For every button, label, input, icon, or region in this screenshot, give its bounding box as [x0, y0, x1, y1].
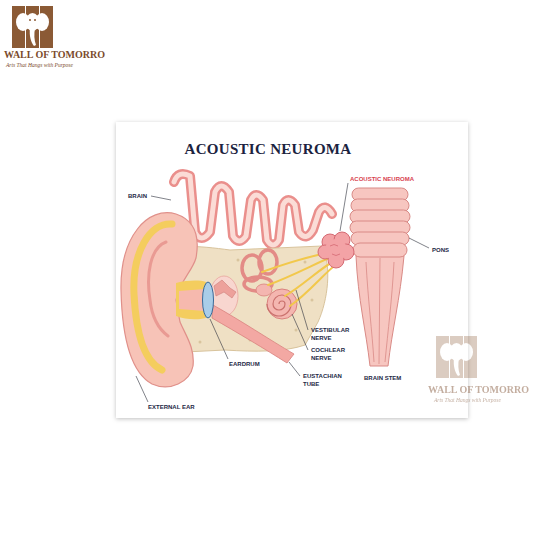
ear-canal [176, 281, 206, 320]
logo-trunk [30, 28, 36, 46]
leader-line [136, 376, 148, 402]
ear-cartilage [134, 224, 172, 370]
diagram-title: ACOUSTIC NEUROMA [185, 141, 352, 158]
part-label: BRAIN [128, 192, 147, 200]
poster-card [116, 122, 468, 418]
watermark-logo [436, 336, 477, 378]
bone-speckle [295, 329, 298, 332]
part-label: VESTIBULAR NERVE [311, 326, 359, 342]
pons-band [353, 243, 407, 257]
ear-canal-lining [179, 289, 205, 311]
pons [350, 188, 410, 257]
leader-line [409, 238, 429, 248]
brand-tagline: Arts That Hangs with Purpose [6, 62, 73, 68]
logo-eye [29, 19, 31, 21]
leader-line [210, 319, 228, 359]
leader-line [292, 314, 308, 350]
neuroma-texture [330, 245, 340, 256]
part-label: EUSTACHIAN TUBE [303, 372, 355, 388]
brain-stem-line [366, 262, 374, 362]
brand-name: WALL OF TOMORRO [4, 49, 105, 60]
nerve-fiber [285, 260, 336, 296]
logo-trunk [454, 358, 460, 376]
leader-line [289, 362, 300, 376]
leader-lines [136, 183, 429, 402]
brain-fill [174, 174, 332, 245]
part-label: BRAIN STEM [364, 374, 401, 382]
leader-line [296, 290, 308, 330]
brain-stem-line [379, 258, 380, 364]
nerve-bundle [262, 252, 338, 306]
brain-stem [356, 256, 404, 366]
neuroma [318, 232, 354, 268]
leader-line [151, 196, 171, 200]
logo-bar [450, 336, 463, 378]
part-label: PONS [432, 246, 449, 254]
ear-fold [149, 242, 168, 336]
vestibule [256, 284, 272, 296]
neuroma-core [325, 239, 347, 261]
brain-stem-line [385, 262, 394, 362]
brain-outline [174, 174, 332, 245]
logo-eye [34, 19, 36, 21]
bone-speckle [237, 259, 240, 262]
nerve-fiber [268, 256, 334, 285]
leader-line [340, 183, 348, 231]
part-label: COCHLEAR NERVE [311, 346, 359, 362]
bone-speckle [311, 299, 314, 302]
eardrum [203, 282, 214, 318]
bone-speckle [199, 341, 202, 344]
bone-speckle [304, 261, 307, 264]
part-label: EXTERNAL EAR [148, 403, 195, 411]
cochlea-spiral [267, 295, 291, 316]
part-label: ACOUSTIC NEUROMA [350, 175, 414, 183]
part-label: EARDRUM [229, 360, 260, 368]
watermark-tagline: Arts That Hangs with Purpose [434, 397, 501, 403]
watermark-text: WALL OF TOMORRO [428, 384, 529, 395]
logo-bar [26, 6, 39, 48]
nerve-fiber [290, 263, 338, 306]
brand-logo [12, 6, 53, 48]
ossicles [214, 280, 236, 298]
